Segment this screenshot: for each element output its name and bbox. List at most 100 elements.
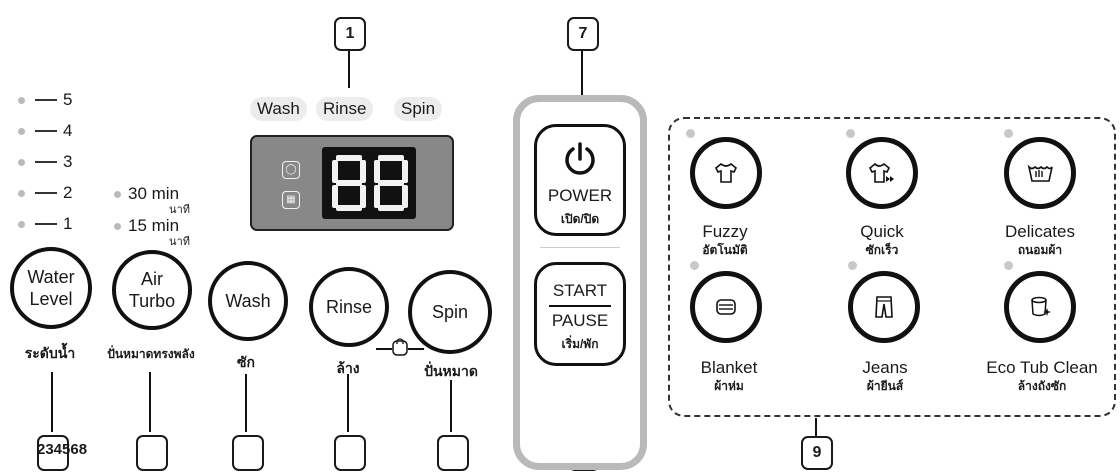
blanket-indicator-dot: [690, 261, 699, 270]
status-rinse: Rinse: [316, 97, 374, 121]
indicator-dot: [18, 158, 25, 166]
seven-segment-digits: [332, 155, 408, 211]
water-level-value: 2: [63, 183, 73, 202]
quick-name: Quick: [860, 222, 904, 241]
eco-tub-clean-thai: ล้างถังซัก: [1017, 379, 1067, 393]
panel-divider: [540, 247, 620, 248]
indicator-dot: [114, 223, 121, 230]
air-turbo-label-1: Air: [141, 269, 163, 289]
quick-label: Quick ซักเร็ว: [826, 223, 938, 259]
handwash-icon: [1027, 164, 1053, 182]
wash-thai-label: ซัก: [237, 354, 255, 370]
air-turbo-time-thai: นาที: [169, 236, 190, 248]
power-label: POWER: [547, 186, 613, 205]
fuzzy-name: Fuzzy: [702, 222, 748, 241]
quick-button[interactable]: [846, 137, 918, 209]
air-turbo-button[interactable]: Air Turbo: [112, 250, 192, 330]
water-level-indicator-2: 2: [18, 183, 72, 203]
badge-number: 234568: [37, 441, 88, 458]
delicates-name: Delicates: [1005, 222, 1075, 241]
jeans-thai: ผ้ายีนส์: [866, 379, 904, 393]
fuzzy-button[interactable]: [690, 137, 762, 209]
digital-display: ◯ ▦: [250, 135, 454, 231]
delicates-thai: ถนอมผ้า: [1017, 243, 1063, 257]
callout-box-rinse: [334, 435, 366, 471]
rinse-label: Rinse: [325, 297, 373, 317]
rinse-thai-label: ล้าง: [336, 360, 360, 376]
power-thai-label: เปิด/ปิด: [560, 212, 600, 226]
water-level-indicator-4: 4: [18, 121, 72, 141]
fuzzy-indicator-dot: [686, 129, 695, 138]
lcd-screen: [322, 147, 416, 219]
blanket-name: Blanket: [700, 358, 758, 377]
indicator-dot: [18, 189, 25, 197]
eco-tub-clean-label: Eco Tub Clean ล้างถังซัก: [970, 359, 1114, 395]
tub-clean-icon: [1031, 296, 1051, 317]
water-level-indicator-1: 1: [18, 214, 72, 234]
callout-box-wash: [232, 435, 264, 471]
callout-box-water-level: [37, 435, 69, 471]
air-turbo-time-thai: นาที: [169, 204, 190, 216]
callout-box-air-turbo: [136, 435, 168, 471]
blanket-label: Blanket ผ้าห่ม: [674, 359, 784, 395]
wash-button[interactable]: Wash: [208, 261, 288, 341]
jeans-icon: [875, 296, 893, 318]
callout-9: 9: [801, 436, 833, 470]
fuzzy-label: Fuzzy อัตโนมัติ: [670, 223, 780, 259]
child-lock-display-icon: ◯: [282, 161, 300, 179]
power-start-panel: POWER เปิด/ปิด START PAUSE เริ่ม/พัก: [513, 95, 647, 470]
quick-indicator-dot: [846, 129, 855, 138]
power-icon: [565, 142, 595, 175]
shirt-icon: [714, 162, 738, 183]
delicates-indicator-dot: [1004, 129, 1013, 138]
air-turbo-time: 15 min: [128, 216, 180, 235]
callout-box-spin: [437, 435, 469, 471]
status-spin: Spin: [394, 97, 443, 121]
water-level-indicator-3: 3: [18, 152, 72, 172]
quick-thai: ซักเร็ว: [865, 243, 899, 257]
delicates-label: Delicates ถนอมผ้า: [980, 223, 1100, 259]
eco-tub-clean-button[interactable]: [1004, 271, 1076, 343]
water-level-button[interactable]: Water Level: [10, 247, 92, 329]
water-level-value: 5: [63, 90, 73, 109]
eco-tub-clean-name: Eco Tub Clean: [986, 358, 1098, 377]
spin-label: Spin: [431, 302, 469, 322]
tub-display-icon: ▦: [282, 191, 300, 209]
jeans-name: Jeans: [862, 358, 908, 377]
pause-label: PAUSE: [551, 311, 609, 330]
start-pause-button[interactable]: START PAUSE เริ่ม/พัก: [534, 262, 626, 366]
cycle-buttons-panel: Fuzzy อัตโนมัติ Quick ซักเร็ว Delicates ถนอ…: [668, 117, 1116, 417]
water-level-label-1: Water: [27, 267, 75, 287]
indicator-dot: [18, 96, 25, 104]
indicator-dot: [18, 127, 25, 135]
jeans-label: Jeans ผ้ายีนส์: [830, 359, 940, 395]
rinse-button[interactable]: Rinse: [309, 267, 389, 347]
water-level-value: 3: [63, 152, 73, 171]
quick-shirt-icon: [868, 162, 894, 183]
water-level-value: 4: [63, 121, 73, 140]
start-label: START: [549, 281, 611, 307]
water-level-indicator-5: 5: [18, 90, 72, 110]
start-pause-thai-label: เริ่ม/พัก: [561, 337, 599, 351]
spin-button[interactable]: Spin: [408, 270, 492, 354]
water-level-thai-label: ระดับน้ำ: [24, 345, 76, 361]
blanket-button[interactable]: [690, 271, 762, 343]
status-wash: Wash: [250, 97, 307, 121]
blanket-icon: [716, 299, 736, 315]
spin-thai-label: ปั่นหมาด: [424, 363, 478, 379]
water-level-value: 1: [63, 214, 73, 233]
indicator-dot: [114, 191, 121, 198]
fuzzy-thai: อัตโนมัติ: [702, 243, 748, 257]
air-turbo-thai-label: ปั่นหมาดทรงพลัง: [107, 347, 195, 361]
jeans-button[interactable]: [848, 271, 920, 343]
power-button[interactable]: POWER เปิด/ปิด: [534, 124, 626, 236]
wash-label: Wash: [225, 291, 271, 311]
indicator-dot: [18, 220, 25, 228]
eco-tub-clean-indicator-dot: [1004, 261, 1013, 270]
blanket-thai: ผ้าห่ม: [714, 379, 744, 393]
callout-7: 7: [567, 17, 599, 51]
delicates-button[interactable]: [1004, 137, 1076, 209]
air-turbo-time: 30 min: [128, 184, 180, 203]
jeans-indicator-dot: [848, 261, 857, 270]
callout-1: 1: [334, 17, 366, 51]
